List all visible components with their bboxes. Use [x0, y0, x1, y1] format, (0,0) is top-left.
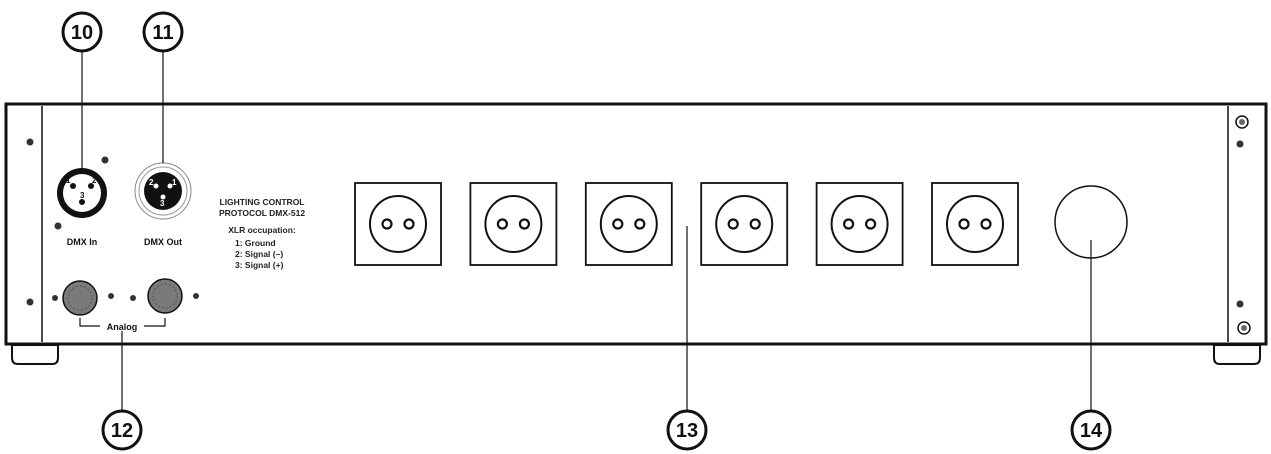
- power-socket-1: [354, 182, 442, 266]
- socket-pin-hole: [612, 218, 624, 230]
- xlr-pin-3-desc: 3: Signal (+): [235, 260, 284, 270]
- xlr-pin: [153, 183, 159, 189]
- xlr-pin-hole: [70, 183, 76, 189]
- xlr-pin-hole: [79, 199, 85, 205]
- dmx-out-connector: 2 1 3: [134, 162, 192, 220]
- screw: [1239, 119, 1245, 125]
- dmx-in-pin-3: 3: [80, 191, 85, 200]
- svg-text:11: 11: [152, 22, 173, 44]
- screw: [52, 295, 58, 301]
- dmx-out-pin-1: 1: [172, 178, 177, 187]
- analog-label: Analog: [107, 322, 138, 332]
- socket-pin-hole: [634, 218, 646, 230]
- callout-12: 12: [101, 409, 143, 451]
- xlr-pin-2-desc: 2: Signal (–): [235, 249, 283, 259]
- callout-11: 11: [142, 11, 184, 53]
- socket-pin-hole: [496, 218, 508, 230]
- callout-13: 13: [666, 409, 708, 451]
- dmx-out-pin-2: 2: [149, 178, 154, 187]
- socket-pin-hole: [727, 218, 739, 230]
- dmx-out-pin-3: 3: [160, 199, 165, 208]
- screw: [26, 298, 34, 306]
- socket-pin-hole: [381, 218, 393, 230]
- socket-pin-hole: [749, 218, 761, 230]
- socket-pin-hole: [842, 218, 855, 230]
- screw: [130, 295, 136, 301]
- screw: [1236, 140, 1244, 148]
- right-foot: [1213, 344, 1261, 365]
- left-foot: [11, 344, 59, 365]
- dmx-in-label: DMX In: [67, 237, 98, 247]
- xlr-pin: [160, 194, 166, 200]
- xlr-pin-1-desc: 1: Ground: [235, 238, 276, 248]
- screw: [54, 222, 62, 230]
- svg-text:13: 13: [676, 420, 698, 442]
- socket-pin-hole: [518, 218, 531, 230]
- socket-pin-hole: [980, 218, 992, 230]
- callout-14: 14: [1070, 409, 1112, 451]
- power-socket-3: [584, 182, 673, 266]
- xlr-pin: [167, 183, 173, 189]
- screw: [101, 156, 109, 164]
- screw: [1241, 325, 1247, 331]
- power-socket-4: [700, 182, 789, 266]
- dmx-in-pin-2: 2: [92, 176, 97, 185]
- analog-connector-2: [130, 278, 199, 314]
- power-socket-6: [931, 182, 1019, 266]
- socket-pin-hole: [403, 218, 415, 230]
- power-socket-5: [815, 182, 904, 266]
- xlr-pin-hole: [88, 183, 94, 189]
- svg-text:14: 14: [1080, 420, 1103, 442]
- info-line-2: PROTOCOL DMX-512: [219, 208, 305, 218]
- callout-10: 10: [61, 11, 103, 53]
- svg-text:12: 12: [111, 420, 133, 442]
- xlr-occupation-heading: XLR occupation:: [228, 225, 296, 235]
- svg-text:10: 10: [71, 22, 93, 44]
- socket-pin-hole: [958, 218, 970, 230]
- dmx-in-pin-1: 1: [66, 176, 71, 185]
- analog-connector-1: [52, 280, 114, 316]
- screw: [193, 293, 199, 299]
- power-socket-2: [469, 182, 558, 266]
- screw: [1236, 300, 1244, 308]
- socket-pin-hole: [864, 218, 877, 230]
- info-line-1: LIGHTING CONTROL: [220, 197, 305, 207]
- analog-bracket: [79, 318, 166, 327]
- screw: [26, 138, 34, 146]
- dmx-in-connector: 1 2 3: [54, 156, 109, 230]
- screw: [108, 293, 114, 299]
- dmx-out-label: DMX Out: [144, 237, 182, 247]
- power-sockets: [354, 182, 1019, 266]
